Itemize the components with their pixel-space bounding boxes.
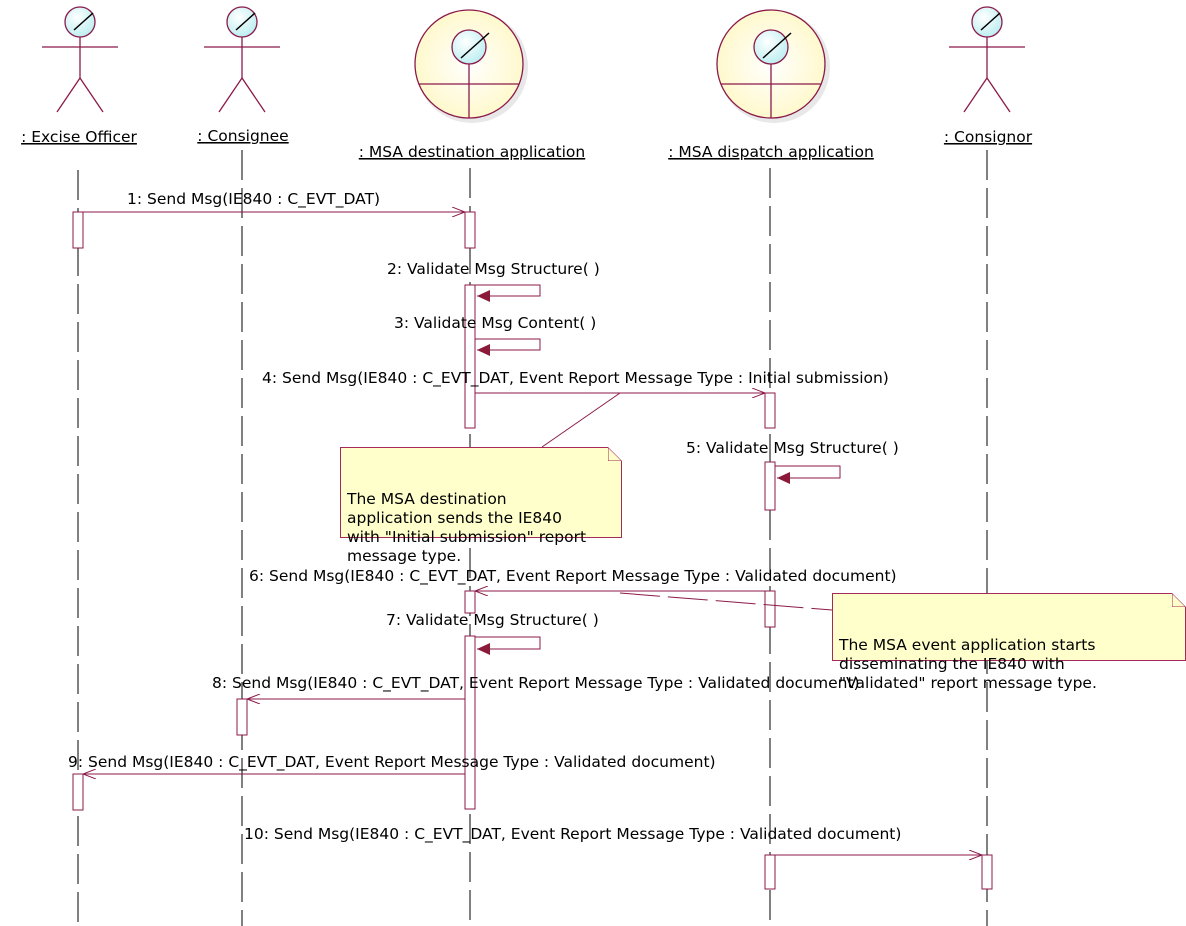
activation-bar: [764, 461, 776, 511]
message-label: 2: Validate Msg Structure( ): [387, 260, 600, 278]
actor-icon: [949, 6, 1025, 113]
activation-bar: [464, 590, 476, 614]
message-7[interactable]: 7: Validate Msg Structure( ): [386, 611, 599, 655]
participant-msa-dispatch[interactable]: : MSA dispatch application: [668, 9, 874, 161]
note-fold-icon: [608, 447, 622, 461]
message-1[interactable]: 1: Send Msg(IE840 : C_EVT_DAT): [83, 190, 465, 212]
message-label: 7: Validate Msg Structure( ): [386, 611, 599, 629]
activation-bar: [236, 698, 248, 736]
message-3[interactable]: 3: Validate Msg Content( ): [394, 314, 596, 356]
actor-icon: [204, 6, 280, 113]
note-validated: The MSA event application starts dissemi…: [832, 593, 1186, 692]
message-6[interactable]: 6: Send Msg(IE840 : C_EVT_DAT, Event Rep…: [249, 567, 897, 591]
participant-label: : MSA destination application: [359, 143, 585, 161]
activation-bar: [464, 284, 476, 429]
participant-label: : Consignee: [197, 127, 288, 145]
note-anchor-line: [541, 392, 621, 448]
message-label: 8: Send Msg(IE840 : C_EVT_DAT, Event Rep…: [212, 674, 860, 693]
message-4[interactable]: 4: Send Msg(IE840 : C_EVT_DAT, Event Rep…: [262, 369, 889, 393]
message-10[interactable]: 10: Send Msg(IE840 : C_EVT_DAT, Event Re…: [244, 825, 982, 855]
message-label: 5: Validate Msg Structure( ): [686, 439, 899, 457]
activation-bar: [72, 211, 84, 249]
note-fold-icon: [1172, 593, 1186, 607]
message-label: 4: Send Msg(IE840 : C_EVT_DAT, Event Rep…: [262, 369, 889, 388]
message-label: 9: Send Msg(IE840 : C_EVT_DAT, Event Rep…: [68, 753, 716, 772]
message-label: 3: Validate Msg Content( ): [394, 314, 596, 332]
message-9[interactable]: 9: Send Msg(IE840 : C_EVT_DAT, Event Rep…: [68, 753, 716, 774]
participant-label: : MSA dispatch application: [668, 143, 874, 161]
participant-consignor[interactable]: : Consignor: [944, 6, 1033, 146]
actor-icon: [42, 6, 118, 113]
activation-bar: [464, 635, 476, 810]
note-text: The MSA destination application sends th…: [347, 490, 587, 565]
message-2[interactable]: 2: Validate Msg Structure( ): [387, 260, 600, 302]
participant-excise-officer[interactable]: : Excise Officer: [21, 6, 138, 146]
note-text: The MSA event application starts dissemi…: [839, 636, 1097, 692]
application-icon: [414, 9, 528, 123]
note-anchor-line: [619, 592, 833, 611]
participant-msa-destination[interactable]: : MSA destination application: [359, 9, 585, 161]
message-5[interactable]: 5: Validate Msg Structure( ): [686, 439, 899, 484]
note-initial-submission: The MSA destination application sends th…: [340, 447, 622, 565]
activation-bar: [981, 854, 993, 890]
message-label: 10: Send Msg(IE840 : C_EVT_DAT, Event Re…: [244, 825, 901, 844]
message-label: 1: Send Msg(IE840 : C_EVT_DAT): [127, 190, 380, 209]
message-arrow: [475, 338, 541, 356]
activation-bar: [764, 854, 776, 890]
application-icon: [716, 9, 830, 123]
participant-label: : Consignor: [944, 128, 1033, 146]
message-arrow: [475, 636, 541, 655]
participant-label: : Excise Officer: [21, 128, 137, 146]
participant-consignee[interactable]: : Consignee: [197, 6, 289, 145]
message-arrow: [475, 284, 541, 302]
activation-bar: [464, 211, 476, 249]
activation-bar: [764, 392, 776, 429]
message-8[interactable]: 8: Send Msg(IE840 : C_EVT_DAT, Event Rep…: [212, 674, 860, 699]
activation-bar: [72, 773, 84, 811]
activation-bar: [764, 590, 776, 628]
message-label: 6: Send Msg(IE840 : C_EVT_DAT, Event Rep…: [249, 567, 897, 586]
message-arrow: [775, 465, 841, 484]
